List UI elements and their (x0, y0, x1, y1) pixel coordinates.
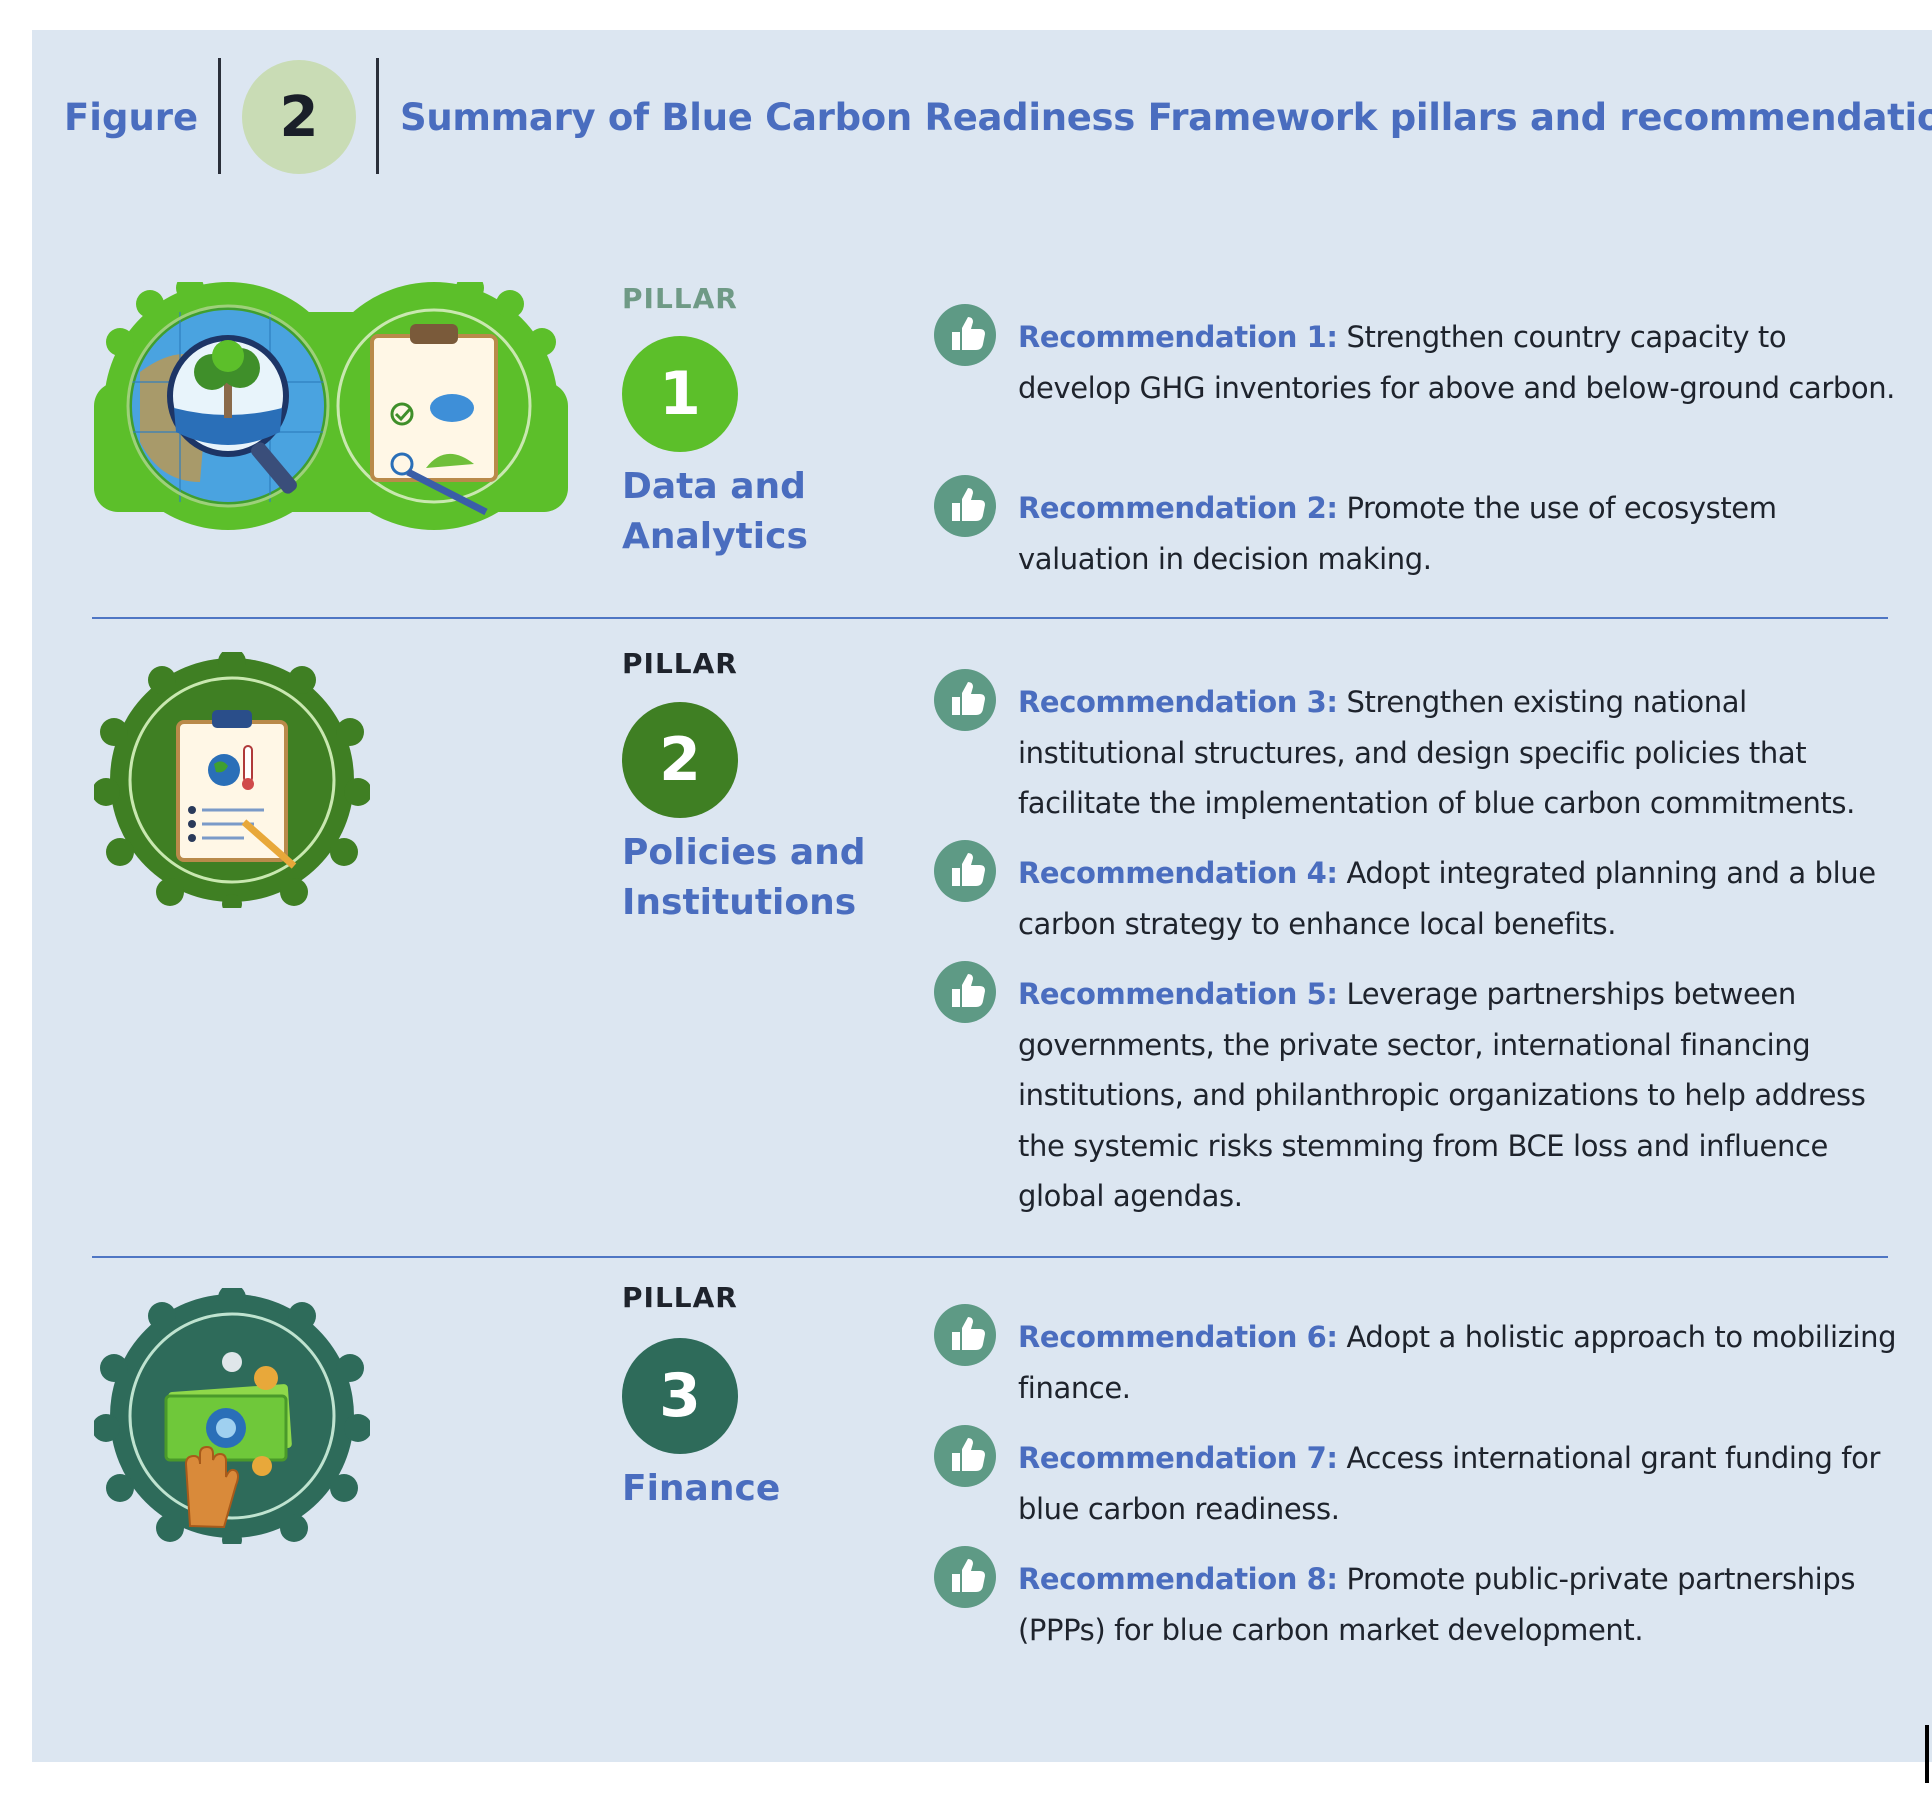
pillar-2-name-line2: Institutions (622, 882, 857, 923)
pillar-1-name-line1: Data and (622, 466, 806, 507)
hand-money-icon (94, 1288, 370, 1544)
clipboard-checklist-icon (334, 306, 534, 516)
recommendation-label: Recommendation 4: (1018, 856, 1338, 890)
pillar-2-name: Policies and Institutions (622, 828, 866, 928)
header-divider-right (376, 58, 379, 174)
recommendation-4-text: Recommendation 4: Adopt integrated plann… (1018, 848, 1898, 949)
pillar-3-label: PILLAR (622, 1281, 738, 1314)
magnifier-mangrove-icon (126, 304, 330, 508)
pillar-2-name-line1: Policies and (622, 832, 866, 873)
recommendation-body: Adopt a holistic approach to mobilizing … (1018, 1320, 1897, 1405)
recommendation-body: Promote public-private partnerships (PPP… (1018, 1562, 1856, 1647)
pillar-1-name: Data and Analytics (622, 462, 808, 562)
recommendation-5-text: Recommendation 5: Leverage partnerships … (1018, 969, 1898, 1222)
thumbs-up-icon (934, 669, 996, 731)
thumbs-up-icon (934, 840, 996, 902)
recommendation-label: Recommendation 5: (1018, 977, 1338, 1011)
thumbs-up-icon (934, 304, 996, 366)
recommendation-3-text: Recommendation 3: Strengthen existing na… (1018, 677, 1898, 829)
pillar-1-name-line2: Analytics (622, 516, 808, 557)
pillar-3-name: Finance (622, 1464, 780, 1514)
row-separator (92, 617, 1888, 619)
figure-title: Summary of Blue Carbon Readiness Framewo… (400, 96, 1932, 139)
recommendation-2-text: Recommendation 2: Promote the use of eco… (1018, 483, 1898, 584)
recommendation-label: Recommendation 8: (1018, 1562, 1338, 1596)
recommendation-8-text: Recommendation 8: Promote public-private… (1018, 1554, 1898, 1655)
figure-number-badge: 2 (242, 60, 356, 174)
recommendation-body: Leverage partnerships between government… (1018, 977, 1866, 1213)
recommendation-body: Strengthen existing national institution… (1018, 685, 1855, 820)
recommendation-1-text: Recommendation 1: Strengthen country cap… (1018, 312, 1898, 413)
recommendation-label: Recommendation 1: (1018, 320, 1338, 354)
row-separator (92, 1256, 1888, 1258)
recommendation-label: Recommendation 3: (1018, 685, 1338, 719)
pillar-2-number: 2 (622, 702, 738, 818)
pillar-1-illustration (94, 282, 568, 530)
pillar-2-illustration (94, 652, 370, 908)
recommendation-label: Recommendation 2: (1018, 491, 1338, 525)
figure-label: Figure (64, 96, 199, 139)
pillar-2-label: PILLAR (622, 647, 738, 680)
recommendation-body: Promote the use of ecosystem valuation i… (1018, 491, 1777, 576)
recommendation-body: Strengthen country capacity to develop G… (1018, 320, 1895, 405)
pillar-3-number: 3 (622, 1338, 738, 1454)
thumbs-up-icon (934, 1425, 996, 1487)
pillar-3-illustration (94, 1288, 370, 1544)
clipboard-climate-icon (94, 652, 370, 908)
thumbs-up-icon (934, 1546, 996, 1608)
recommendation-body: Adopt integrated planning and a blue car… (1018, 856, 1876, 941)
recommendation-body: Access international grant funding for b… (1018, 1441, 1880, 1526)
header-divider-left (218, 58, 221, 174)
recommendation-label: Recommendation 7: (1018, 1441, 1338, 1475)
recommendation-label: Recommendation 6: (1018, 1320, 1338, 1354)
recommendation-6-text: Recommendation 6: Adopt a holistic appro… (1018, 1312, 1898, 1413)
pillar-3-name-line1: Finance (622, 1468, 781, 1509)
thumbs-up-icon (934, 475, 996, 537)
recommendation-7-text: Recommendation 7: Access international g… (1018, 1433, 1898, 1534)
thumbs-up-icon (934, 961, 996, 1023)
text-cursor (1925, 1725, 1929, 1783)
thumbs-up-icon (934, 1304, 996, 1366)
pillar-1-label: PILLAR (622, 282, 738, 315)
pillar-1-number: 1 (622, 336, 738, 452)
